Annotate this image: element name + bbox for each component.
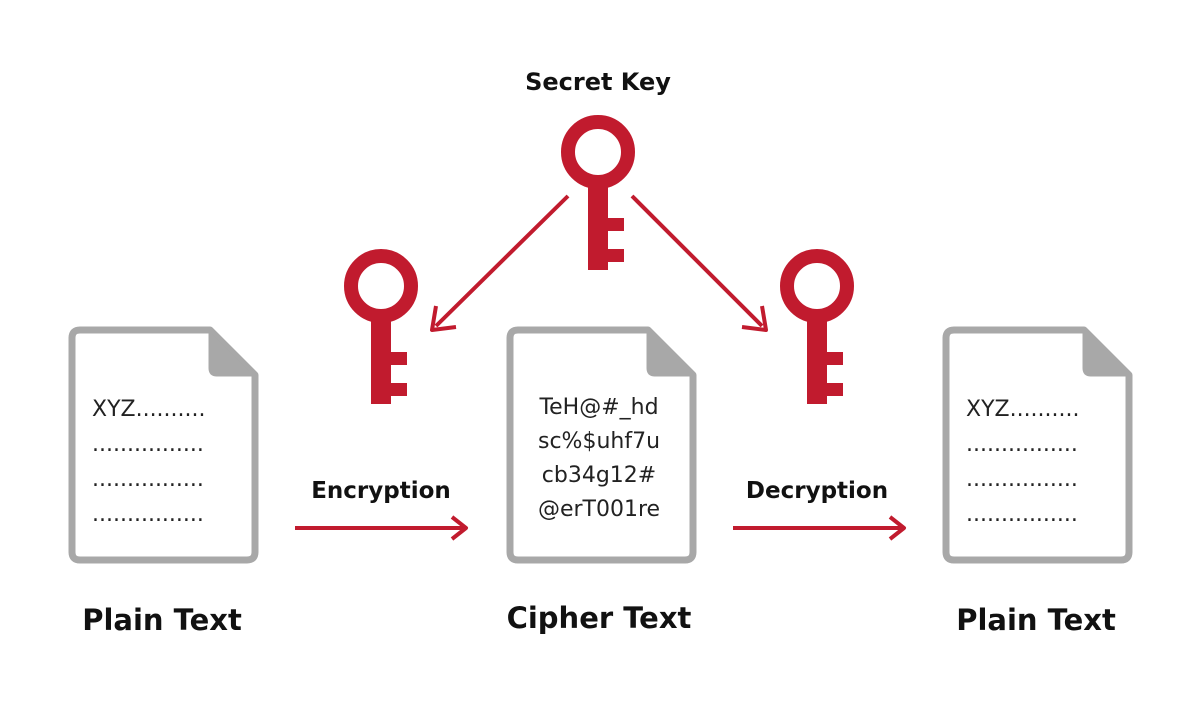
plain-left-line-3: ................ [92, 467, 204, 492]
plain-left-line-2: ................ [92, 432, 204, 457]
arrow-decryption [733, 515, 906, 541]
decryption-key-icon [787, 256, 847, 404]
cipher-line-1: TeH@#_hd [538, 395, 658, 420]
plain-left-line-1: XYZ.......... [92, 397, 206, 422]
secret-key-label: Secret Key [525, 68, 671, 96]
plain-text-title-right: Plain Text [956, 603, 1116, 637]
plain-right-line-3: ................ [966, 467, 1078, 492]
cipher-line-3: cb34g12# [542, 463, 656, 488]
cipher-text-title: Cipher Text [507, 601, 692, 635]
plain-left-line-4: ................ [92, 502, 204, 527]
plain-right-line-4: ................ [966, 502, 1078, 527]
cipher-line-4: @erT001re [538, 497, 660, 522]
plain-text-title-left: Plain Text [82, 603, 242, 637]
arrow-encryption [295, 515, 468, 541]
decryption-label: Decryption [746, 478, 888, 504]
arrow-to-encryption-key [430, 194, 570, 332]
plain-right-line-1: XYZ.......... [966, 397, 1080, 422]
secret-key-icon [568, 122, 628, 270]
cipher-line-2: sc%$uhf7u [538, 429, 660, 454]
encryption-label: Encryption [311, 478, 451, 504]
encryption-key-icon [351, 256, 411, 404]
arrow-to-decryption-key [630, 194, 768, 332]
plain-right-line-2: ................ [966, 432, 1078, 457]
